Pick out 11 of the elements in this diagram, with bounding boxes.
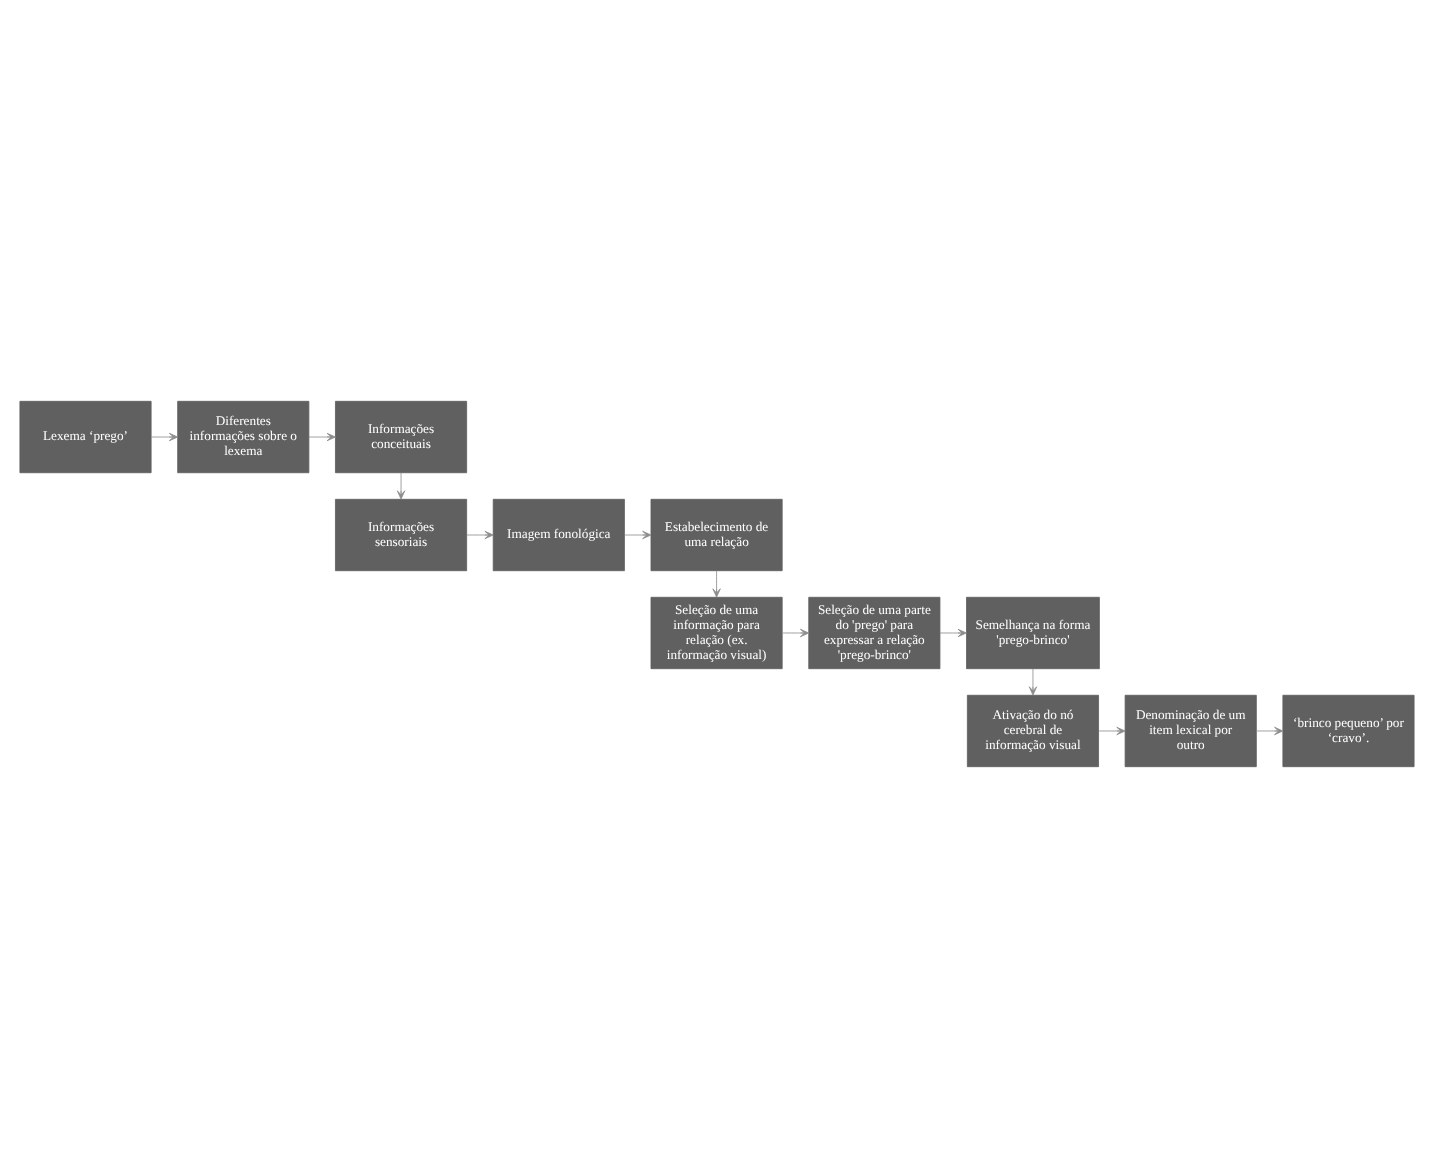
arrow	[396, 471, 406, 499]
arrow	[712, 569, 721, 597]
arrow	[1098, 725, 1126, 735]
arrow	[781, 627, 810, 637]
arrow	[466, 529, 494, 539]
arrow	[1256, 725, 1284, 735]
arrow	[624, 529, 652, 539]
arrow	[308, 431, 336, 441]
arrow	[939, 627, 967, 637]
arrow	[1028, 667, 1038, 695]
arrow	[150, 431, 179, 441]
